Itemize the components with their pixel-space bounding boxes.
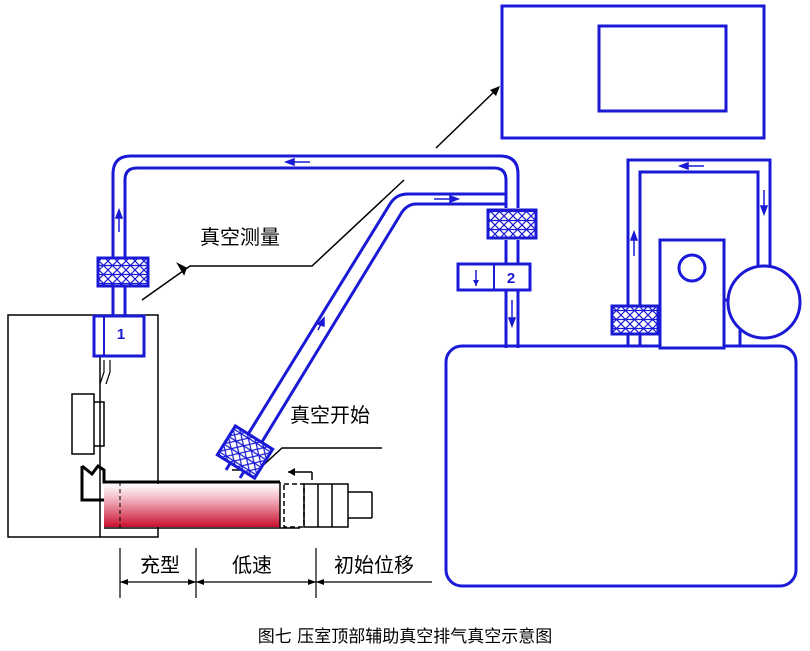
vacuum-measure-leader: [141, 179, 405, 301]
label-vacuum-measure: 真空测量: [200, 225, 280, 249]
vacuum-pipe-tank: [504, 240, 520, 348]
control-box: [500, 4, 766, 140]
flow-arrows: [114, 157, 517, 331]
valve-2: 2: [456, 262, 532, 292]
pump-motor: [726, 264, 802, 340]
dimension-lines: [119, 548, 432, 598]
molten-metal: [104, 484, 280, 527]
vacuum-pipe-diagonal: [224, 192, 506, 479]
label-filling: 充型: [140, 553, 180, 577]
signal-arrow: [435, 86, 500, 149]
filter-diagonal: [215, 423, 275, 481]
pump-pipes: [626, 158, 772, 346]
filter-right: [486, 208, 538, 240]
valve-2-label: 2: [507, 270, 515, 287]
valve-1-label: 1: [117, 326, 125, 343]
label-initial-displacement: 初始位移: [334, 553, 414, 577]
pump-arrows: [629, 161, 769, 256]
valve-1: 1: [92, 314, 146, 358]
vacuum-tank: [444, 344, 798, 588]
filter-pump: [610, 304, 660, 336]
label-low-speed: 低速: [232, 553, 272, 577]
filter-left: [96, 256, 150, 288]
plunger: [283, 483, 305, 528]
label-vacuum-start: 真空开始: [290, 403, 370, 427]
figure-caption: 图七 压室顶部辅助真空排气真空示意图: [258, 627, 552, 647]
vacuum-pipe-top: [111, 154, 520, 316]
shot-sleeve: [80, 463, 373, 529]
vacuum-pump: [658, 238, 802, 350]
